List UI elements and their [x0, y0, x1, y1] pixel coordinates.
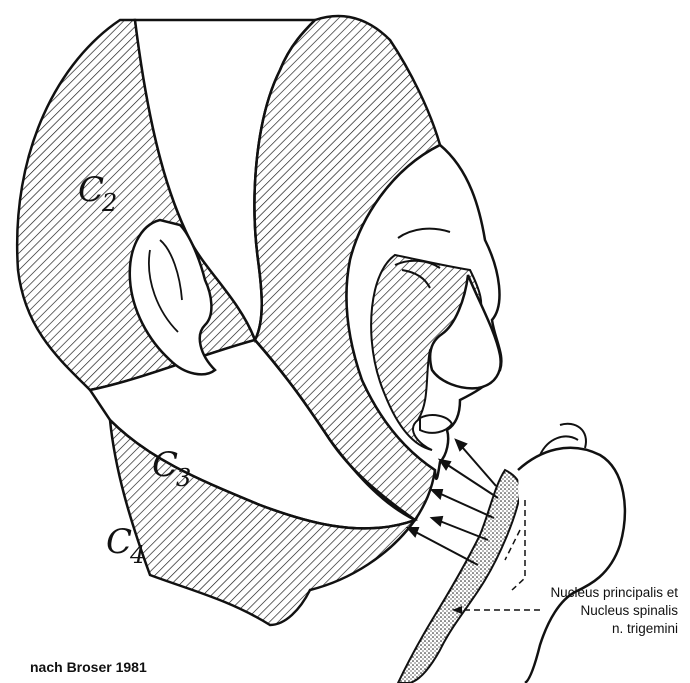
segment-label-c3: C3: [152, 445, 189, 492]
source-credit: nach Broser 1981: [30, 659, 147, 675]
nucleus-caption: Nucleus principalis et Nucleus spinalis …: [470, 584, 678, 638]
brainstem-outline: [518, 448, 625, 683]
segment-label-c4: C4: [106, 522, 143, 569]
caption-line-3: n. trigemini: [470, 620, 678, 638]
caption-line-1: Nucleus principalis et: [470, 584, 678, 602]
caption-line-2: Nucleus spinalis: [470, 602, 678, 620]
segment-label-c2: C2: [78, 170, 115, 217]
